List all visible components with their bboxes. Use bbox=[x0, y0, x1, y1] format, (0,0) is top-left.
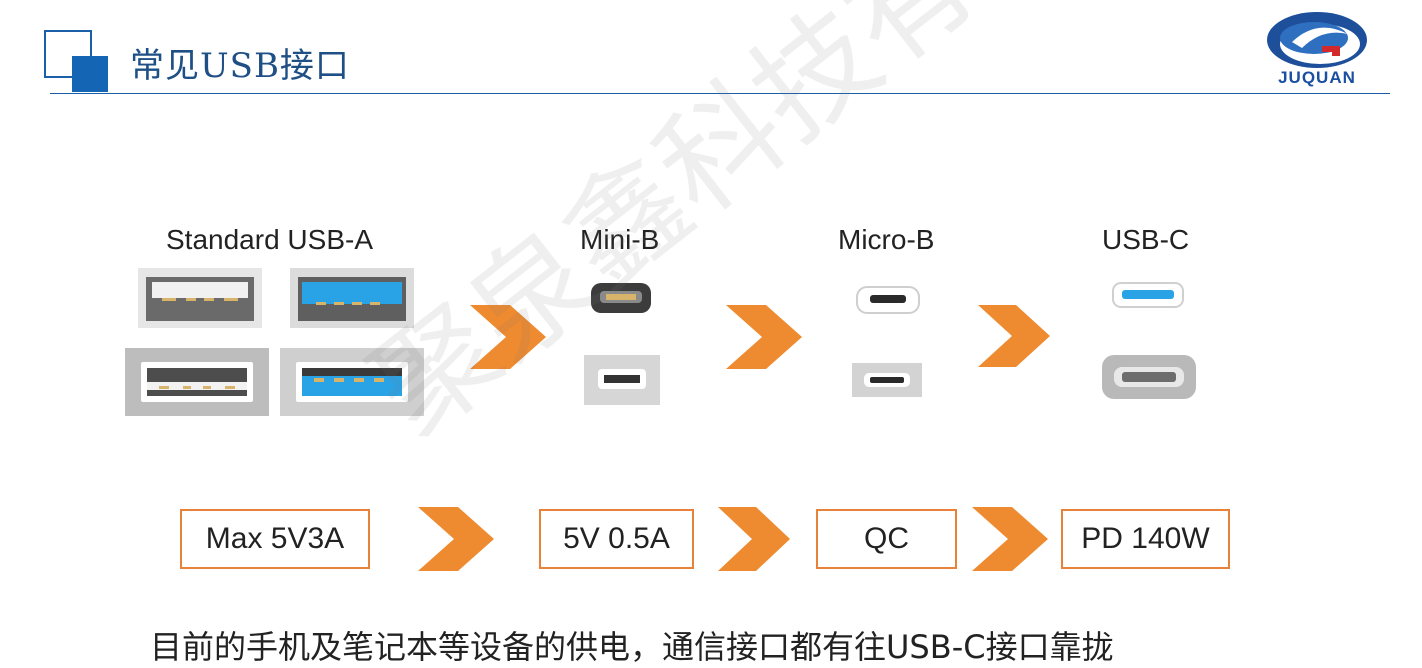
micro-b-plug-icon bbox=[856, 286, 920, 314]
header-decor-square-filled bbox=[72, 56, 108, 92]
chevron-right-icon bbox=[972, 507, 1048, 571]
spec-box-micro-b: QC bbox=[816, 509, 957, 569]
spec-box-usb-c: PD 140W bbox=[1061, 509, 1230, 569]
usb-c-plug-icon bbox=[1112, 282, 1184, 308]
usb-a-receptacle-icon bbox=[125, 348, 269, 416]
spec-box-mini-b: 5V 0.5A bbox=[539, 509, 694, 569]
label-micro-b: Micro-B bbox=[838, 224, 935, 255]
chevron-right-icon bbox=[418, 507, 494, 571]
juquan-logo: JUQUAN bbox=[1262, 8, 1372, 90]
logo-emblem-icon bbox=[1267, 12, 1367, 68]
chevron-right-icon bbox=[726, 305, 802, 369]
spec-box-usb-a: Max 5V3A bbox=[180, 509, 370, 569]
bottom-caption: 目前的手机及笔记本等设备的供电，通信接口都有往USB-C接口靠拢 bbox=[150, 628, 1114, 666]
header-decor-square-outline bbox=[44, 30, 92, 78]
label-standard-usb-a: Standard USB-A bbox=[166, 224, 373, 255]
mini-b-receptacle-icon bbox=[584, 355, 660, 405]
chevron-right-icon bbox=[470, 305, 546, 369]
usb-c-receptacle-icon bbox=[1102, 355, 1196, 399]
usb-a-3-port-icon bbox=[290, 268, 414, 328]
micro-b-receptacle-icon bbox=[852, 363, 922, 397]
header-divider bbox=[50, 93, 1390, 94]
usb-a-port-icon bbox=[138, 268, 262, 328]
logo-text: JUQUAN bbox=[1278, 68, 1356, 87]
page-title: 常见USB接口 bbox=[130, 46, 350, 86]
label-usb-c: USB-C bbox=[1102, 224, 1190, 255]
label-mini-b: Mini-B bbox=[580, 224, 660, 255]
chevron-right-icon bbox=[978, 305, 1050, 367]
mini-b-plug-icon bbox=[591, 283, 651, 313]
chevron-right-icon bbox=[718, 507, 790, 571]
usb-a-3-receptacle-icon bbox=[280, 348, 424, 416]
